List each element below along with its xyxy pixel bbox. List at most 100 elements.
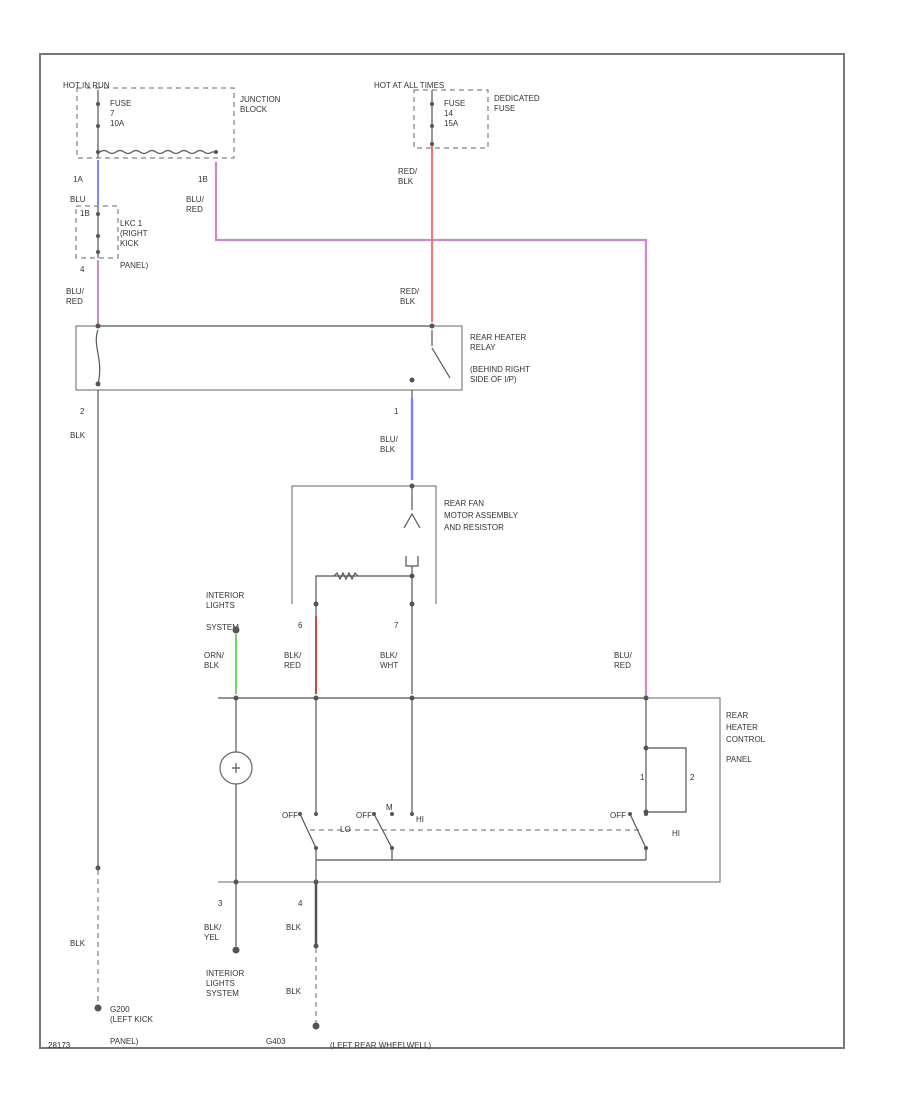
footer-figure-id: 28173: [48, 1041, 71, 1050]
control-panel-pin-a: [233, 695, 239, 701]
blu-blk-label-1: BLU/: [380, 435, 399, 444]
g403-location: (LEFT REAR WHEELWELL): [330, 1041, 431, 1050]
junction-bus-wavy: [99, 149, 216, 155]
rear-heater-relay-box: [75, 325, 463, 391]
fuse-14-rating: 15A: [444, 119, 459, 128]
pin-6-label: 6: [298, 621, 303, 630]
fuse-14-mid-node: [430, 124, 434, 128]
blk-lower-left-label: BLK: [70, 939, 86, 948]
dedicated-fuse-outline: [413, 89, 489, 149]
fan-label-2: MOTOR ASSEMBLY: [444, 511, 519, 520]
blk-red-label-1: BLK/: [284, 651, 302, 660]
fan-lo-output-node: [313, 601, 319, 607]
fan-hi-output-node: [409, 601, 415, 607]
fuse-7-rating: 10A: [110, 119, 125, 128]
red-blk-mid-label-1: RED/: [400, 287, 420, 296]
dedicated-fuse-label-2: FUSE: [494, 104, 515, 113]
fan-motor-symbol: [403, 512, 421, 529]
panel-label-4: PANEL: [726, 755, 752, 764]
junction-block-outline: [76, 87, 235, 159]
switch-off-2-label: OFF: [356, 811, 372, 820]
fan-lo-tap: [315, 575, 412, 604]
g403-label: G403: [266, 1037, 286, 1046]
red-blk-mid-label-2: BLK: [400, 297, 416, 306]
interior-top-label-1: INTERIOR: [206, 591, 244, 600]
interior-bottom-label-1: INTERIOR: [206, 969, 244, 978]
dedicated-fuse-label: DEDICATED: [494, 94, 540, 103]
fuse-7-label: FUSE: [110, 99, 131, 108]
rear-fan-assembly-outline: [291, 485, 437, 604]
switch-arm-2: [373, 813, 393, 849]
g200-location-2: PANEL): [110, 1037, 139, 1046]
pin-4-left-label: 4: [80, 265, 85, 274]
hot-at-all-times-label: HOT AT ALL TIMES: [374, 81, 444, 90]
panel-diode-top-node: [643, 745, 649, 751]
g200-location-1: (LEFT KICK: [110, 1015, 154, 1024]
bottom-pin-3-node: [233, 879, 239, 885]
fuse-7-bus-node: [96, 150, 100, 154]
diode-label-left: 1: [640, 773, 645, 782]
blk-wht-label-2: WHT: [380, 661, 398, 670]
interior-top-label-3: SYSTEM: [206, 623, 239, 632]
switch-arm-3: [629, 813, 647, 849]
blu-left-label: BLU: [70, 195, 86, 204]
lkc-label-3: KICK: [120, 239, 139, 248]
hi-contact: [410, 812, 414, 816]
pin-1b-label: 1B: [80, 209, 90, 218]
relay-coil-bottom-node: [95, 381, 101, 387]
switch-hi-label: HI: [416, 815, 424, 824]
fan-resistor-symbol: [405, 556, 419, 567]
pin-1b-feed-label: 1B: [198, 175, 208, 184]
red-blk-top-label-2: BLK: [398, 177, 414, 186]
g403-ground-point: [312, 1022, 320, 1030]
interior-bottom-label-3: SYSTEM: [206, 989, 239, 998]
control-panel-pin-c: [409, 695, 415, 701]
relay-label-2: RELAY: [470, 343, 496, 352]
relay-switch-arm: [431, 347, 451, 379]
lkc-connector-outline: [75, 205, 119, 259]
junction-bus-right-node: [214, 150, 218, 154]
interior-top-label-2: LIGHTS: [206, 601, 235, 610]
hi-right-contact: [644, 812, 648, 816]
panel-label-2: HEATER: [726, 723, 758, 732]
junction-block-label-2: BLOCK: [240, 105, 268, 114]
blk-bottom-label-2: BLK: [286, 987, 302, 996]
panel-label-3: CONTROL: [726, 735, 766, 744]
blu-red-top-label-2: RED: [186, 205, 203, 214]
g200-ground-point: [94, 1004, 102, 1012]
blk-bottom-splice: [313, 943, 319, 949]
interior-bottom-connection: [232, 946, 240, 954]
relay-coil: [95, 329, 101, 385]
fuse-14-label: FUSE: [444, 99, 465, 108]
lkc-label-4: PANEL): [120, 261, 149, 270]
blk-wht-label-1: BLK/: [380, 651, 398, 660]
hot-in-run-label: HOT IN RUN: [63, 81, 110, 90]
pin-3-bottom-label: 3: [218, 899, 223, 908]
relay-right-top-node: [429, 323, 435, 329]
fuse-14-bottom-node: [430, 142, 434, 146]
lkc-connector-top-node: [96, 212, 100, 216]
blu-red-top-label-1: BLU/: [186, 195, 205, 204]
pin-7-label: 7: [394, 621, 399, 630]
orn-blk-label-2: BLK: [204, 661, 220, 670]
fuse-14-top-node: [430, 102, 434, 106]
relay-label-4: SIDE OF I/P): [470, 375, 517, 384]
interior-bottom-label-2: LIGHTS: [206, 979, 235, 988]
lkc-connector-bottom-node: [96, 250, 100, 254]
pin-1a-label: 1A: [73, 175, 83, 184]
red-blk-top-label-1: RED/: [398, 167, 418, 176]
fuse-14-number: 14: [444, 109, 453, 118]
blu-red-right-label-1: BLU/: [614, 651, 633, 660]
blu-blk-label-2: BLK: [380, 445, 396, 454]
m-contact: [390, 812, 394, 816]
pin-4-bottom-label: 4: [298, 899, 303, 908]
control-panel-pin-d: [643, 695, 649, 701]
relay-output-node: [409, 377, 415, 383]
bottom-pin-4-node: [313, 879, 319, 885]
blk-yel-label-1: BLK/: [204, 923, 222, 932]
indicator-lamp-filament: [232, 763, 240, 773]
switch-arm-1: [299, 813, 317, 849]
control-panel-pin-b: [313, 695, 319, 701]
relay-label-1: REAR HEATER: [470, 333, 527, 342]
